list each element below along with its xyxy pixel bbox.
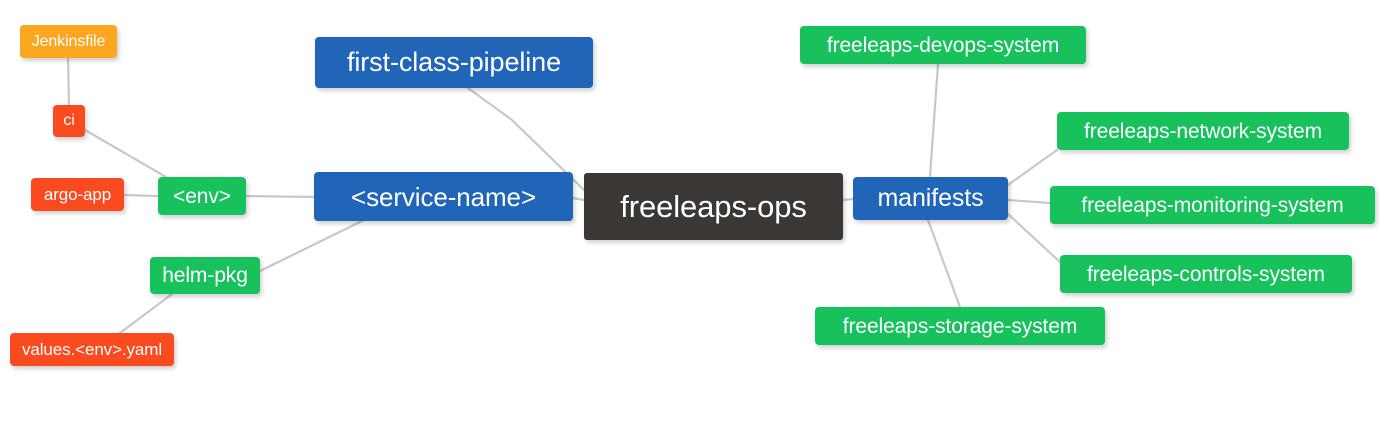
edge-service_name-to-env [244, 194, 316, 199]
node-values-yaml[interactable]: values.<env>.yaml [10, 333, 174, 366]
node-service-name[interactable]: <service-name> [314, 172, 573, 221]
edge-manifests-to-monitoring_system [1006, 198, 1052, 205]
node-first-class-pipeline[interactable]: first-class-pipeline [315, 37, 593, 88]
edge-env-to-argo_app [122, 193, 160, 198]
node-freeleaps-storage-system[interactable]: freeleaps-storage-system [815, 307, 1105, 345]
node-label-manifests: manifests [877, 184, 984, 212]
edge-manifests-to-storage_system [926, 218, 962, 309]
edge-root-to-manifests [841, 197, 855, 202]
node-label-jenkinsfile: Jenkinsfile [31, 32, 106, 50]
node-freeleaps-monitoring-system[interactable]: freeleaps-monitoring-system [1050, 186, 1375, 224]
node-helm-pkg[interactable]: helm-pkg [150, 257, 260, 294]
node-label-freeleaps-network-system: freeleaps-network-system [1083, 119, 1322, 143]
node-label-freeleaps-monitoring-system: freeleaps-monitoring-system [1081, 193, 1344, 217]
node-ci[interactable]: ci [53, 105, 85, 137]
node-freeleaps-devops-system[interactable]: freeleaps-devops-system [800, 26, 1086, 64]
edge-env-to-ci [83, 128, 168, 179]
node-label-first-class-pipeline: first-class-pipeline [346, 47, 562, 77]
node-label-env: <env> [173, 184, 231, 208]
node-label-freeleaps-ops: freeleaps-ops [620, 189, 807, 224]
edge-helm_pkg-to-values_yaml [118, 292, 174, 335]
node-label-service-name: <service-name> [350, 181, 537, 212]
node-label-freeleaps-controls-system: freeleaps-controls-system [1087, 262, 1325, 286]
node-label-ci: ci [63, 112, 75, 129]
node-label-freeleaps-devops-system: freeleaps-devops-system [826, 33, 1060, 57]
node-label-helm-pkg: helm-pkg [162, 264, 248, 287]
node-freeleaps-ops[interactable]: freeleaps-ops [584, 173, 843, 240]
edge-ci-to-jenkinsfile [66, 56, 71, 107]
node-label-values-yaml: values.<env>.yaml [21, 340, 163, 359]
node-jenkinsfile[interactable]: Jenkinsfile [20, 25, 117, 58]
edge-root-to-service_name [571, 196, 586, 202]
edge-service_name-to-helm_pkg [258, 219, 364, 273]
node-argo-app[interactable]: argo-app [31, 178, 124, 211]
node-manifests[interactable]: manifests [853, 177, 1008, 220]
node-label-argo-app: argo-app [43, 185, 112, 204]
node-freeleaps-controls-system[interactable]: freeleaps-controls-system [1060, 255, 1352, 293]
edge-manifests-to-devops_system [928, 62, 940, 179]
edge-manifests-to-network_system [1006, 148, 1059, 187]
node-freeleaps-network-system[interactable]: freeleaps-network-system [1057, 112, 1349, 150]
node-label-freeleaps-storage-system: freeleaps-storage-system [842, 314, 1078, 338]
node-env[interactable]: <env> [158, 177, 246, 215]
